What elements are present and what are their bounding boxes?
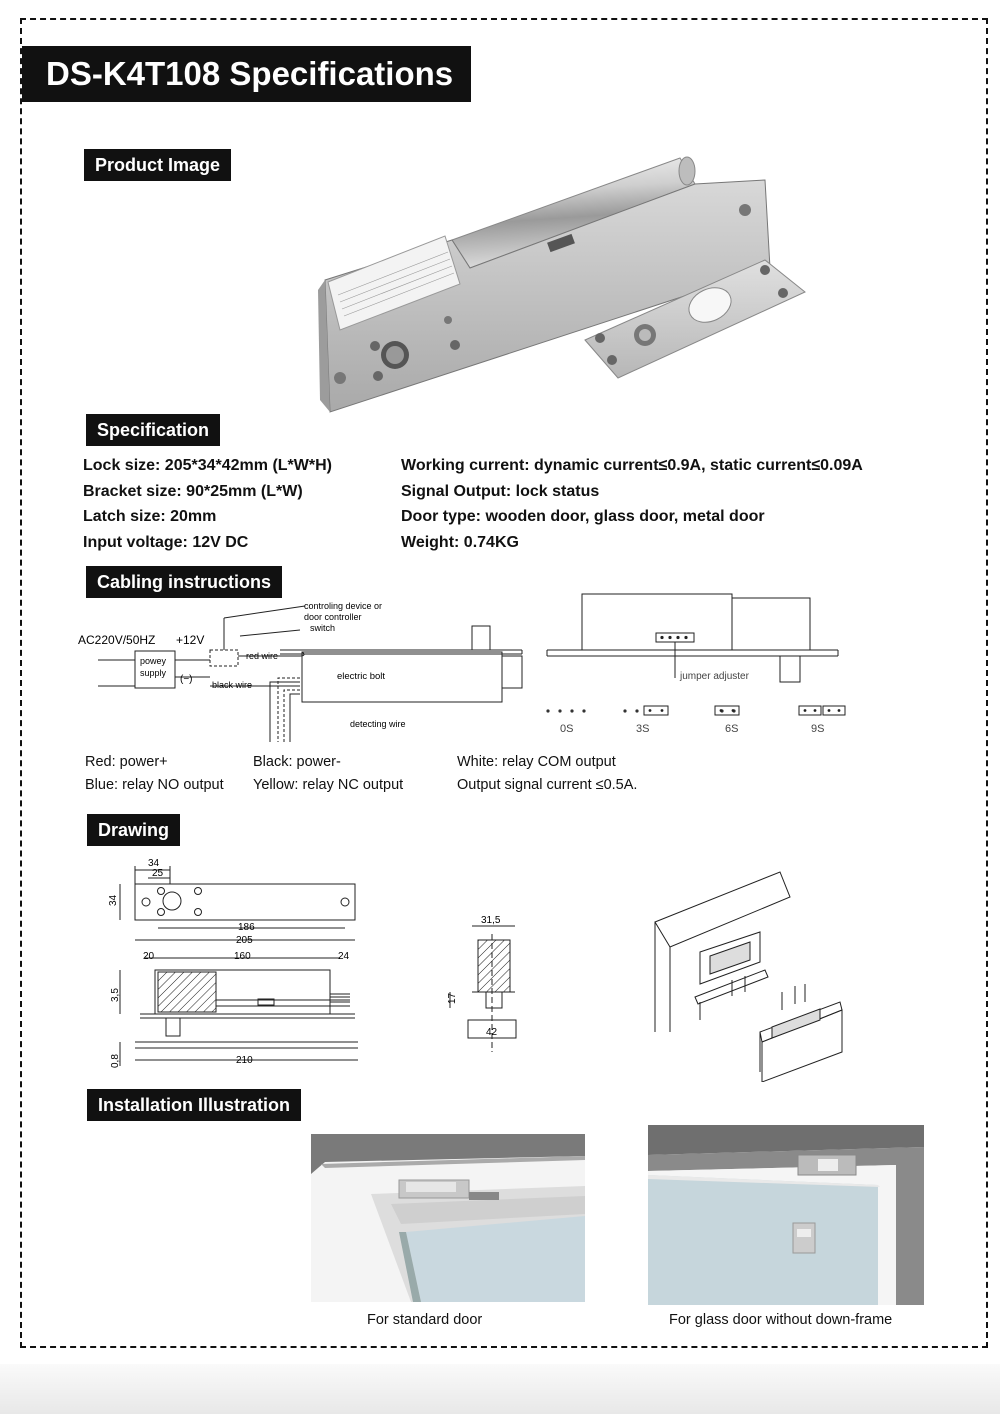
dim-186: 186	[238, 922, 255, 933]
spec-weight: Weight: 0.74KG	[401, 534, 519, 552]
minus-label: (−)	[180, 674, 193, 685]
product-image	[318, 156, 806, 413]
technical-drawing: 34 25 34 186 205 20 160 24 3,5 0,8 210 3…	[108, 858, 843, 1082]
wire-blue: Blue: relay NO output	[85, 776, 224, 793]
dim-42: 42	[486, 1027, 498, 1038]
jumper-adjuster-label: jumper adjuster	[679, 671, 750, 682]
glass-door-photo	[648, 1125, 924, 1305]
spec-working-current: Working current: dynamic current≤0.9A, s…	[401, 457, 863, 474]
controller-label-1: controling device or	[304, 601, 382, 611]
dim-17: 17	[447, 992, 458, 1004]
electric-bolt-label: electric bolt	[337, 671, 385, 682]
spec-lock-size: Lock size: 205*34*42mm (L*W*H)	[83, 457, 332, 474]
dim-205: 205	[236, 935, 253, 946]
wire-legend-1: Red: power+ Blue: relay NO output	[85, 751, 224, 796]
spec-bracket-size: Bracket size: 90*25mm (L*W)	[83, 482, 303, 500]
dim-210: 210	[236, 1055, 253, 1066]
dim-160: 160	[234, 951, 251, 962]
wire-black: Black: power-	[253, 754, 341, 770]
supply-input-label: AC220V/50HZ	[78, 633, 155, 647]
controller-label-3: switch	[310, 623, 335, 633]
output-signal-current: Output signal current ≤0.5A.	[457, 776, 638, 793]
delay-9s: 9S	[811, 723, 824, 735]
controller-label-2: door controller	[304, 612, 362, 622]
section-cabling: Cabling instructions	[86, 566, 283, 598]
supply-label-1: powey	[140, 656, 167, 666]
dim-0-8: 0,8	[110, 1054, 121, 1068]
red-wire-label: red wire	[246, 651, 278, 661]
delay-3s: 3S	[636, 723, 649, 735]
wire-yellow: Yellow: relay NC output	[253, 776, 404, 793]
caption-standard-door: For standard door	[367, 1312, 483, 1328]
dim-24: 24	[338, 951, 350, 962]
plus-12v-label: +12V	[176, 633, 204, 647]
cabling-diagram: AC220V/50HZ +12V (−) powey supply contro…	[78, 593, 846, 742]
delay-6s: 6S	[725, 723, 738, 735]
caption-glass-door: For glass door without down-frame	[669, 1312, 893, 1328]
scan-shadow	[0, 1364, 1000, 1414]
wire-red: Red: power+	[85, 754, 168, 770]
wire-legend-3: White: relay COM output Output signal cu…	[457, 751, 637, 796]
section-product-image: Product Image	[84, 149, 232, 181]
dim-3-5: 3,5	[110, 988, 121, 1002]
dim-31-5: 31,5	[481, 915, 501, 926]
dim-25: 25	[152, 868, 164, 879]
spec-list-right: Working current: dynamic current≤0.9A, s…	[401, 453, 863, 556]
dim-20: 20	[143, 951, 155, 962]
spec-list-left: Lock size: 205*34*42mm (L*W*H) Bracket s…	[83, 453, 332, 556]
section-drawing: Drawing	[87, 814, 181, 846]
spec-signal-output: Signal Output: lock status	[401, 482, 600, 500]
supply-label-2: supply	[140, 668, 167, 678]
detecting-wire-label: detecting wire	[350, 719, 406, 729]
dim-34: 34	[148, 858, 160, 869]
section-specification: Specification	[86, 414, 221, 446]
spec-latch-size: Latch size: 20mm	[83, 508, 217, 526]
page-title: DS-K4T108 Specifications	[22, 46, 472, 102]
dim-34-vertical: 34	[108, 894, 119, 906]
delay-0s: 0S	[560, 723, 573, 735]
section-installation: Installation Illustration	[87, 1089, 302, 1121]
spec-input-voltage: Input voltage: 12V DC	[83, 534, 249, 552]
black-wire-label: black wire	[212, 680, 252, 690]
wire-legend-2: Black: power- Yellow: relay NC output	[253, 751, 403, 796]
standard-door-photo	[311, 1134, 585, 1302]
spec-door-type: Door type: wooden door, glass door, meta…	[401, 508, 765, 526]
wire-white: White: relay COM output	[457, 754, 616, 770]
dashed-border	[20, 18, 988, 1348]
